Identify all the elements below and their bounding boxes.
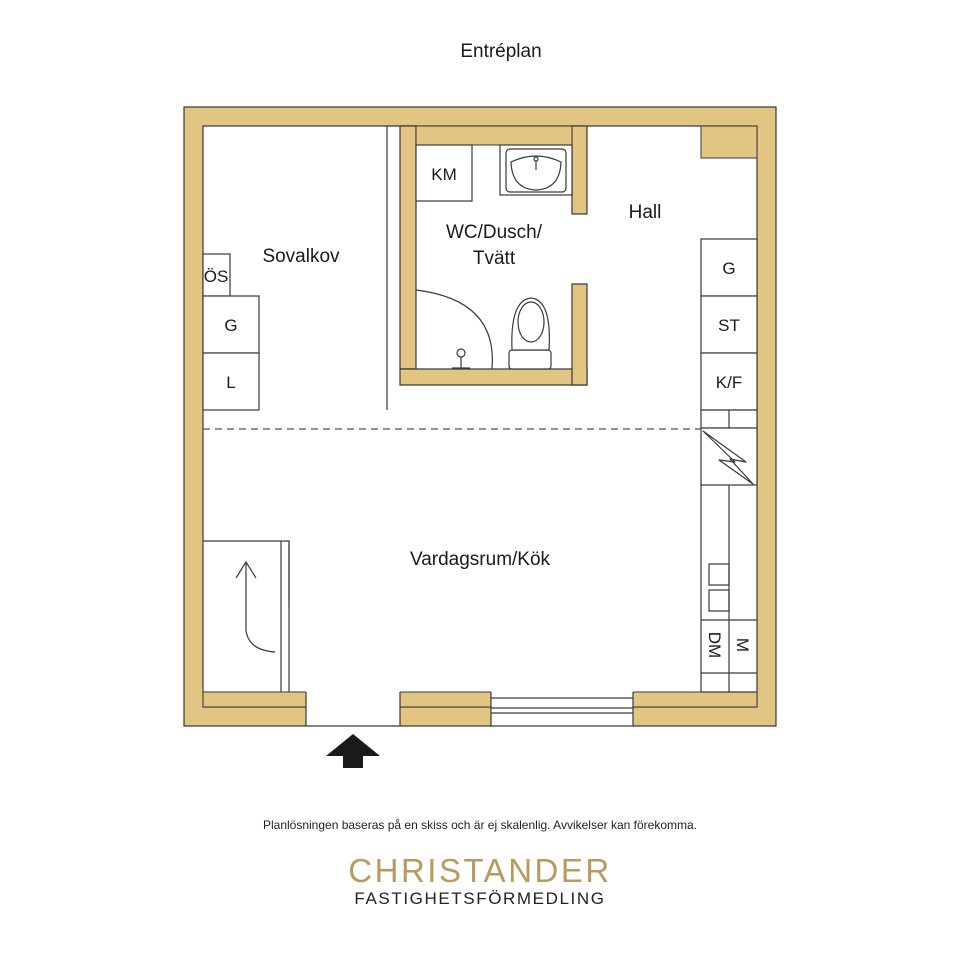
l-label: L	[226, 373, 235, 392]
g-left-label: G	[224, 316, 237, 335]
bathroom-wall-right-lower	[571, 283, 588, 386]
shower-arc	[415, 289, 493, 370]
room-label-hall: Hall	[629, 202, 662, 223]
g-right-label: G	[722, 259, 735, 278]
os-label: ÖS	[204, 267, 229, 286]
room-label-wc: WC/Dusch/	[446, 222, 543, 243]
bottom-wall-mid	[399, 691, 492, 708]
km-label: KM	[431, 165, 457, 184]
m-label: M	[733, 638, 752, 652]
room-label-sovalkov: Sovalkov	[262, 246, 340, 267]
st-label: ST	[718, 316, 740, 335]
bathroom-wall-top	[415, 125, 573, 146]
brand-name: CHRISTANDER	[348, 852, 612, 889]
l-cabinet	[202, 352, 260, 411]
st-cabinet	[700, 295, 758, 354]
bathroom-wall-left	[399, 125, 417, 370]
room-label-vardagsrum: Vardagsrum/Kök	[410, 549, 551, 570]
bottom-wall-right	[632, 691, 758, 708]
km-box	[415, 144, 473, 202]
bathroom-wall-bottom	[399, 368, 588, 386]
dm-label: DM	[705, 632, 724, 658]
staircase	[203, 540, 290, 692]
kitchen-counter	[700, 485, 757, 693]
sink-icon	[499, 144, 573, 196]
electrical-cabinet	[700, 409, 758, 486]
disclaimer-text: Planlösningen baseras på en skiss och är…	[262, 818, 697, 832]
corner-block	[700, 125, 758, 159]
outer-wall	[183, 106, 777, 727]
window	[490, 692, 634, 727]
kf-cabinet	[700, 352, 758, 411]
plan-title: Entréplan	[460, 41, 541, 62]
room-label-wc-line2: Tvätt	[473, 248, 516, 269]
lightning-icon	[702, 430, 754, 485]
entrance-arrow-icon	[326, 734, 380, 768]
bottom-wall-left	[202, 691, 307, 708]
kf-label: K/F	[716, 373, 742, 392]
bathroom-wall-right-upper	[571, 125, 588, 215]
g-left-cabinet	[202, 295, 260, 354]
stairs-arrow-icon	[235, 560, 257, 579]
entry-door-opening	[306, 690, 400, 727]
os-cabinet	[202, 253, 231, 297]
brand-subtitle: FASTIGHETSFÖRMEDLING	[354, 889, 606, 908]
toilet-icon	[508, 297, 552, 370]
shower-head-icon	[452, 348, 470, 369]
